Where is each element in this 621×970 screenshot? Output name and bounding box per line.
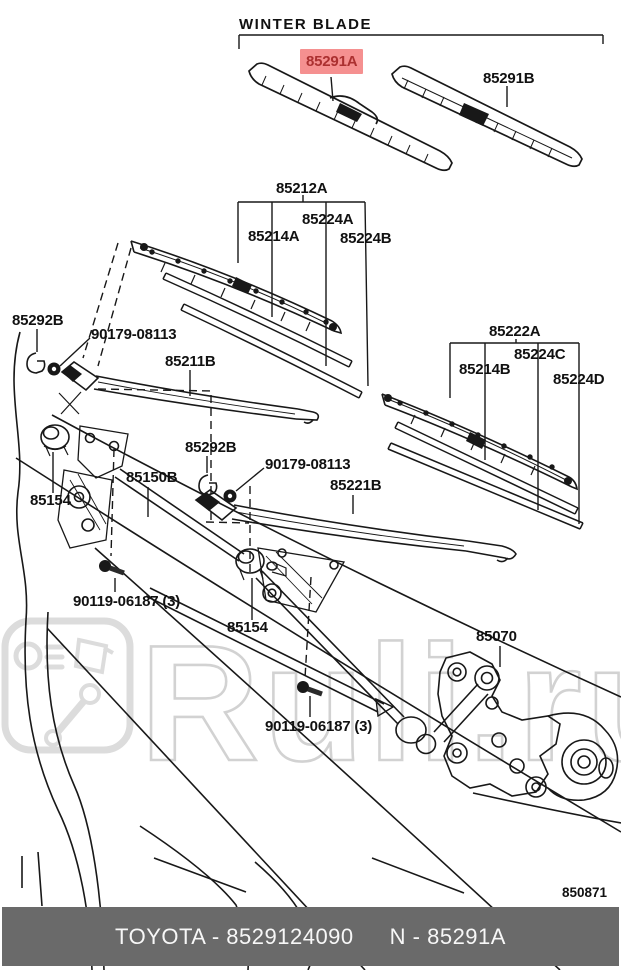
winter-blade-a-drawing xyxy=(248,62,453,172)
part-label-85214A: 85214A xyxy=(248,228,300,245)
wiper-arm-2-drawing xyxy=(194,489,517,563)
watermark-logo xyxy=(1,617,134,754)
part-label-85211B: 85211B xyxy=(165,353,216,370)
watermark-text: Ruli.ru xyxy=(140,611,621,795)
part-label-85154-1: 85154 xyxy=(30,492,71,509)
sheet-number: 850871 xyxy=(562,885,608,900)
part-label-85291B: 85291B xyxy=(483,70,535,87)
footer-bar: TOYOTA - 8529124090 N - 85291A xyxy=(2,907,619,966)
part-label-85154-2: 85154 xyxy=(227,619,268,636)
part-label-85150B: 85150B xyxy=(126,469,178,486)
part-label-85221B: 85221B xyxy=(330,477,382,494)
part-label-85214B: 85214B xyxy=(459,361,511,378)
part-label-85224A: 85224A xyxy=(302,211,354,228)
front-blade-assembly-2-drawing xyxy=(381,393,584,530)
part-label-85292B-2: 85292B xyxy=(185,439,237,456)
part-label-85070: 85070 xyxy=(476,628,517,645)
part-label-90119-06187-2: 90119-06187 (3) xyxy=(265,718,373,735)
part-label-85212A: 85212A xyxy=(276,180,328,197)
group-title: WINTER BLADE xyxy=(239,16,372,33)
winter-blade-b-drawing xyxy=(391,65,583,168)
wiper-motor-drawing xyxy=(437,651,619,802)
part-label-85222A: 85222A xyxy=(489,323,541,340)
linkage-drawing xyxy=(26,352,489,755)
watermark: Ruli.ru xyxy=(1,610,621,796)
part-label-85224B: 85224B xyxy=(340,230,392,247)
wiper-arm-1-drawing xyxy=(58,361,320,424)
footer-brand-code: TOYOTA - 8529124090 xyxy=(115,923,354,949)
part-label-85224C: 85224C xyxy=(514,346,566,363)
footer-part-number: N - 85291A xyxy=(389,923,506,949)
part-label-90179-08113-1: 90179-08113 xyxy=(91,326,177,343)
part-label-90179-08113-2: 90179-08113 xyxy=(265,456,351,473)
part-label-90119-06187-1: 90119-06187 (3) xyxy=(73,593,181,610)
part-label-85292B-1: 85292B xyxy=(12,312,64,329)
front-blade-assembly-1-drawing xyxy=(130,240,363,399)
part-label-85291A: 85291A xyxy=(300,49,364,74)
part-label-85224D: 85224D xyxy=(553,371,605,388)
